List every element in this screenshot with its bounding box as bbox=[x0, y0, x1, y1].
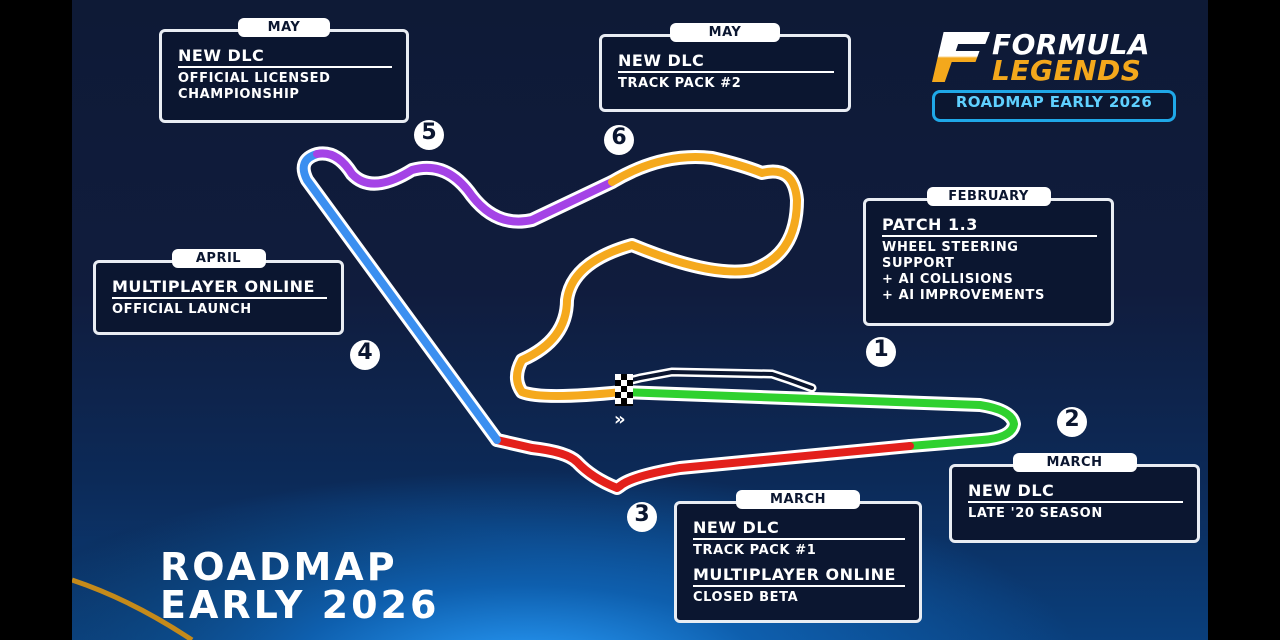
roadmap-card-2: MARCH NEW DLC LATE '20 SEASON bbox=[949, 453, 1200, 543]
roadmap-badge: ROADMAP EARLY 2026 bbox=[932, 90, 1176, 122]
track-segment-green bbox=[618, 388, 1018, 450]
month-tag: APRIL bbox=[171, 249, 266, 268]
month-tag: FEBRUARY bbox=[926, 187, 1051, 206]
month-tag: MARCH bbox=[1012, 453, 1137, 472]
roadmap-card-6: MAY NEW DLC TRACK PACK #2 bbox=[599, 23, 851, 112]
roadmap-title-line-1: ROADMAP bbox=[160, 545, 398, 589]
card-line: TRACK PACK #1 bbox=[693, 543, 817, 558]
decor-streak bbox=[72, 577, 194, 640]
checkpoint-badge-6: 6 bbox=[604, 125, 634, 155]
formula-legends-logo: FORMULA LEGENDS ROADMAP EARLY 2026 bbox=[932, 28, 1182, 128]
card-line: CHAMPIONSHIP bbox=[178, 87, 300, 102]
month-tag: MAY bbox=[670, 23, 780, 42]
checkpoint-badge-4: 4 bbox=[350, 340, 380, 370]
checkpoint-badge-2: 2 bbox=[1057, 407, 1087, 437]
card-line: TRACK PACK #2 bbox=[618, 76, 742, 91]
card-heading: NEW DLC bbox=[693, 518, 905, 540]
roadmap-card-4: APRIL MULTIPLAYER ONLINE OFFICIAL LAUNCH bbox=[93, 249, 344, 335]
checkpoint-badge-1: 1 bbox=[866, 337, 896, 367]
card-line: + AI IMPROVEMENTS bbox=[882, 288, 1045, 303]
logo-word-2: LEGENDS bbox=[992, 54, 1142, 87]
card-line: CLOSED BETA bbox=[693, 590, 799, 605]
checkered-flag-icon bbox=[615, 374, 633, 406]
roadmap-title: ROADMAP EARLY 2026 bbox=[160, 548, 439, 624]
roadmap-stage: » FORMULA LEGENDS ROADMAP EARLY 2026 MAY… bbox=[72, 0, 1208, 640]
card-heading: MULTIPLAYER ONLINE bbox=[112, 277, 327, 299]
roadmap-card-5: MAY NEW DLC OFFICIAL LICENSED CHAMPIONSH… bbox=[159, 18, 409, 123]
roadmap-card-1: FEBRUARY PATCH 1.3 WHEEL STEERING SUPPOR… bbox=[863, 187, 1114, 326]
month-tag: MAY bbox=[238, 18, 330, 37]
track-segment-orange bbox=[513, 153, 801, 400]
roadmap-title-line-2: EARLY 2026 bbox=[160, 583, 440, 627]
track-segment-blue bbox=[299, 150, 501, 444]
roadmap-card-3: MARCH NEW DLC TRACK PACK #1 MULTIPLAYER … bbox=[674, 490, 922, 623]
logo-f-mark-icon bbox=[932, 32, 990, 82]
track-segment-purple bbox=[313, 149, 616, 226]
card-line: LATE '20 SEASON bbox=[968, 506, 1103, 521]
logo-word-1: FORMULA bbox=[992, 28, 1151, 61]
track-segment-red bbox=[493, 436, 914, 492]
card-line: OFFICIAL LICENSED bbox=[178, 71, 331, 86]
checkpoint-badge-3: 3 bbox=[627, 502, 657, 532]
card-heading: PATCH 1.3 bbox=[882, 215, 1097, 237]
card-line: SUPPORT bbox=[882, 256, 955, 271]
double-chevron-right-icon: » bbox=[614, 409, 626, 430]
card-heading: NEW DLC bbox=[178, 46, 392, 68]
card-line: + AI COLLISIONS bbox=[882, 272, 1014, 287]
card-line: WHEEL STEERING bbox=[882, 240, 1019, 255]
card-heading: NEW DLC bbox=[968, 481, 1183, 503]
card-heading: NEW DLC bbox=[618, 51, 834, 73]
card-line: OFFICIAL LAUNCH bbox=[112, 302, 252, 317]
card-heading-2: MULTIPLAYER ONLINE bbox=[693, 565, 905, 587]
month-tag: MARCH bbox=[736, 490, 860, 509]
race-track bbox=[72, 146, 1021, 640]
checkpoint-badge-5: 5 bbox=[414, 120, 444, 150]
